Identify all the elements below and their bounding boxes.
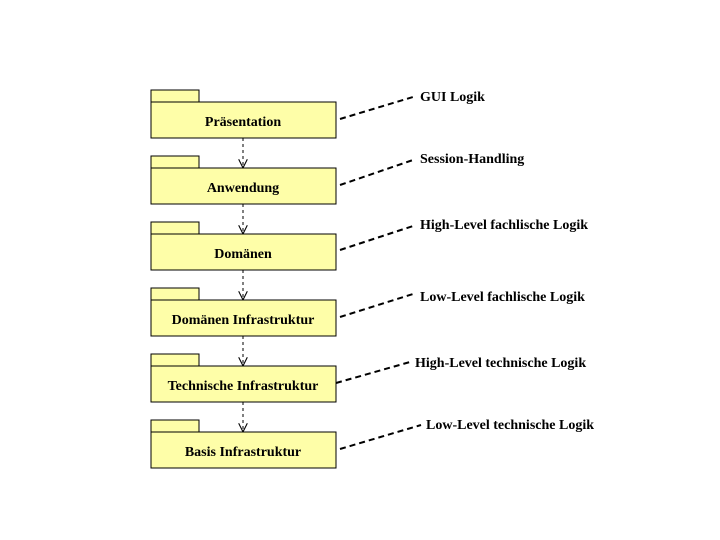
note-label: High-Level fachlische Logik [420, 218, 588, 233]
package-domaenen: Domänen [150, 221, 337, 271]
package-label: Anwendung [207, 181, 279, 196]
note-label: Session-Handling [420, 152, 524, 167]
package-label: Domänen Infrastruktur [172, 313, 315, 328]
note-label: Low-Level technische Logik [426, 418, 594, 433]
package-technische-infrastruktur: Technische Infrastruktur [150, 353, 337, 403]
package-label: Technische Infrastruktur [168, 379, 319, 394]
note-label: High-Level technische Logik [415, 356, 586, 371]
note-connector [335, 361, 411, 384]
note-connector [339, 159, 414, 186]
package-label: Präsentation [205, 115, 281, 130]
note-connector [339, 293, 414, 318]
note-label: GUI Logik [420, 90, 485, 105]
note-connector [339, 225, 414, 251]
package-label: Basis Infrastruktur [185, 445, 301, 460]
package-basis-infrastruktur: Basis Infrastruktur [150, 419, 337, 469]
package-praesentation: Präsentation [150, 89, 337, 139]
note-connector [339, 96, 414, 120]
package-domaenen-infrastruktur: Domänen Infrastruktur [150, 287, 337, 337]
note-label: Low-Level fachlische Logik [420, 290, 585, 305]
package-anwendung: Anwendung [150, 155, 337, 205]
note-connector [339, 424, 422, 450]
package-label: Domänen [214, 247, 272, 262]
